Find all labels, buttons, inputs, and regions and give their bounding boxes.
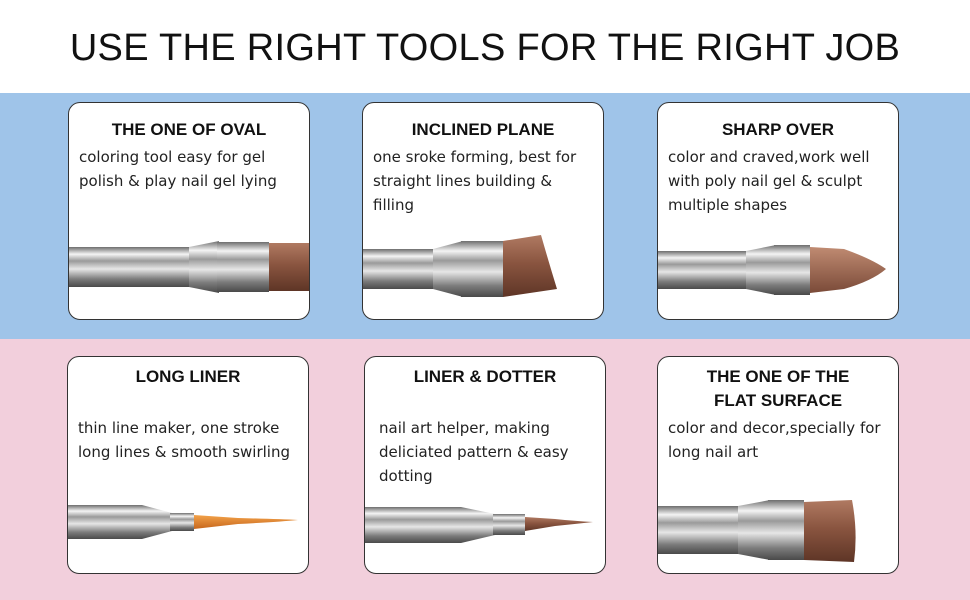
angled-brush-icon <box>363 235 557 297</box>
card-description: color and craved,work well with poly nai… <box>668 148 870 214</box>
card-description: color and decor,specially for long nail … <box>668 419 881 461</box>
card-title: THE ONE OF THE FLAT SURFACE <box>706 367 850 410</box>
card-title: LINER & DOTTER <box>413 367 557 386</box>
brush-card-liner-dotter: LINER & DOTTER nail art helper, making d… <box>364 356 606 574</box>
brush-card-long-liner: LONG LINER thin line maker, one stroke l… <box>67 356 309 574</box>
card-description: one sroke forming, best for straight lin… <box>373 148 577 214</box>
flat-brush-icon <box>658 500 856 562</box>
brush-card-sharp: SHARP OVER color and craved,work well wi… <box>657 102 899 320</box>
brush-card-flat: THE ONE OF THE FLAT SURFACE color and de… <box>657 356 899 574</box>
card-title: INCLINED PLANE <box>411 120 555 139</box>
dotter-brush-icon <box>365 507 593 543</box>
page-title: USE THE RIGHT TOOLS FOR THE RIGHT JOB <box>69 27 901 69</box>
oval-brush-icon <box>69 241 309 293</box>
card-description: thin line maker, one stroke long lines &… <box>78 419 290 461</box>
card-title: THE ONE OF OVAL <box>111 120 267 139</box>
pointed-brush-icon <box>658 245 886 295</box>
liner-brush-icon <box>68 505 298 539</box>
card-description: nail art helper, making deliciated patte… <box>379 419 569 485</box>
brush-card-inclined: INCLINED PLANE one sroke forming, best f… <box>362 102 604 320</box>
card-description: coloring tool easy for gel polish & play… <box>79 148 277 190</box>
card-title: LONG LINER <box>135 367 241 386</box>
brush-card-oval: THE ONE OF OVAL coloring tool easy for g… <box>68 102 310 320</box>
card-title: SHARP OVER <box>721 120 835 139</box>
